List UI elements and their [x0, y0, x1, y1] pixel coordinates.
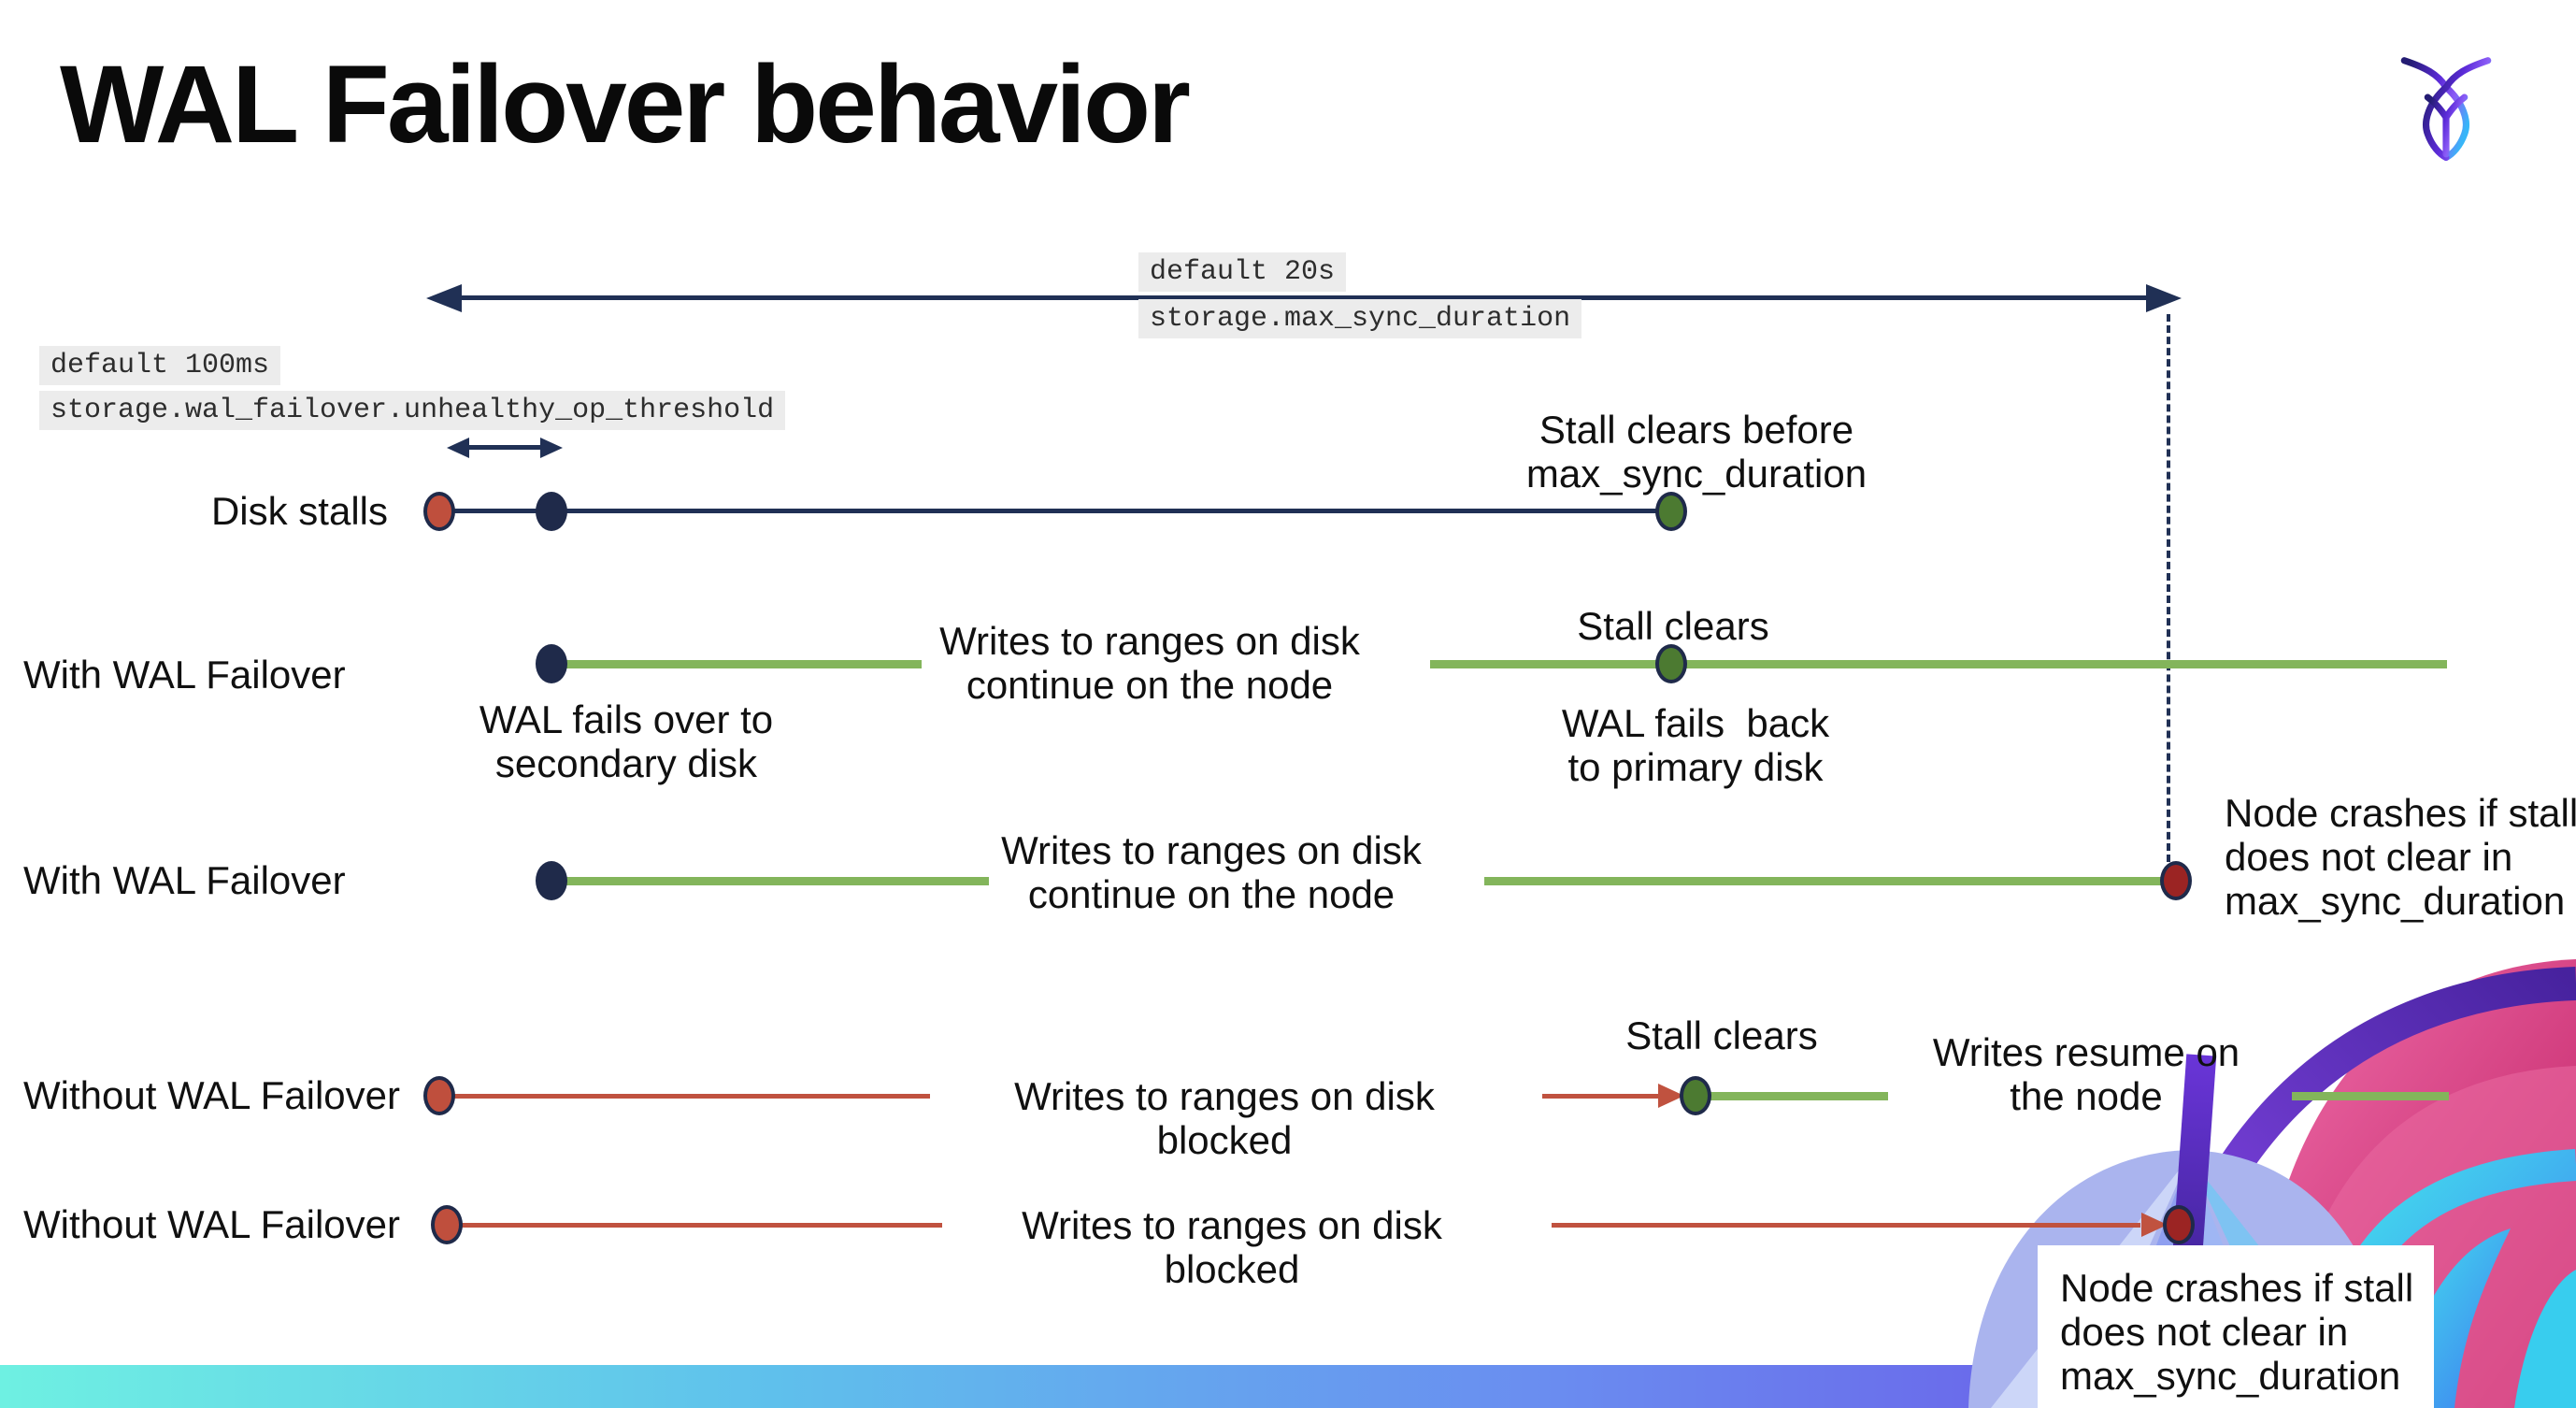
writes-continue-line — [1484, 877, 2165, 885]
node-crashes-callout-box: Node crashes if stall does not clear in … — [2038, 1245, 2434, 1408]
writes-blocked-line — [447, 1223, 942, 1228]
failover-dot — [536, 861, 567, 900]
stall-clears-text: Stall clears — [1577, 604, 1769, 648]
row-without-wal-failover-label: Without WAL Failover — [23, 1073, 400, 1117]
writes-blocked-line — [1552, 1223, 2140, 1228]
stall-start-dot — [423, 1076, 455, 1115]
row-without-wal-failover-label: Without WAL Failover — [23, 1202, 400, 1246]
stall-clear-dot — [1655, 492, 1687, 531]
max-sync-deadline-dashed-line — [2167, 314, 2170, 862]
writes-resume-line — [2292, 1092, 2449, 1100]
stall-clears-before-text: Stall clears before max_sync_duration — [1525, 408, 1868, 496]
disk-stall-timeline-line — [439, 509, 1671, 513]
failover-threshold-dot — [536, 492, 567, 531]
max-sync-setting-label: storage.max_sync_duration — [1138, 299, 1582, 338]
stall-clears-text: Stall clears — [1625, 1013, 1818, 1057]
node-crashes-text: Node crashes if stall does not clear in … — [2225, 791, 2576, 923]
arrowhead-left-icon — [447, 438, 469, 458]
wal-fails-back-text: WAL fails back to primary disk — [1561, 701, 1830, 789]
stall-start-dot — [431, 1205, 463, 1244]
writes-continue-line — [1430, 660, 1666, 668]
writes-continue-line — [561, 877, 989, 885]
row-with-wal-failover-label: With WAL Failover — [23, 858, 346, 902]
stall-clear-dot — [1680, 1076, 1711, 1115]
writes-blocked-line — [439, 1094, 930, 1099]
node-crash-dot — [2163, 1205, 2195, 1244]
writes-continue-line — [1679, 660, 2447, 668]
max-sync-default-label: default 20s — [1138, 252, 1347, 292]
cockroachdb-logo-icon — [2400, 57, 2492, 161]
stall-start-dot — [423, 492, 455, 531]
row-disk-stalls-label: Disk stalls — [210, 489, 388, 533]
page-title: WAL Failover behavior — [60, 43, 1191, 166]
writes-blocked-text: Writes to ranges on disk blocked — [1022, 1203, 1465, 1291]
writes-continue-text: Writes to ranges on disk continue on the… — [1001, 828, 1422, 916]
row-with-wal-failover-label: With WAL Failover — [23, 653, 346, 697]
stall-clear-dot — [1655, 644, 1687, 683]
failover-dot — [536, 644, 567, 683]
writes-continue-line — [561, 660, 922, 668]
writes-blocked-text: Writes to ranges on disk blocked — [1014, 1074, 1457, 1162]
writes-resume-line — [1707, 1092, 1888, 1100]
threshold-setting-label: storage.wal_failover.unhealthy_op_thresh… — [39, 391, 786, 430]
node-crash-dot — [2160, 861, 2192, 900]
node-crashes-text: Node crashes if stall does not clear in … — [2060, 1266, 2414, 1398]
writes-resume-text: Writes resume on the node — [1932, 1030, 2240, 1118]
threshold-default-label: default 100ms — [39, 346, 281, 385]
arrowhead-right-icon — [540, 438, 563, 458]
max-sync-duration-arrow-line — [447, 295, 2161, 300]
wal-fails-over-text: WAL fails over to secondary disk — [479, 697, 774, 785]
arrowhead-right-icon — [2146, 284, 2182, 312]
writes-continue-text: Writes to ranges on disk continue on the… — [939, 619, 1360, 707]
arrowhead-left-icon — [426, 284, 462, 312]
threshold-arrow-line — [460, 445, 548, 450]
writes-blocked-line — [1542, 1094, 1662, 1099]
